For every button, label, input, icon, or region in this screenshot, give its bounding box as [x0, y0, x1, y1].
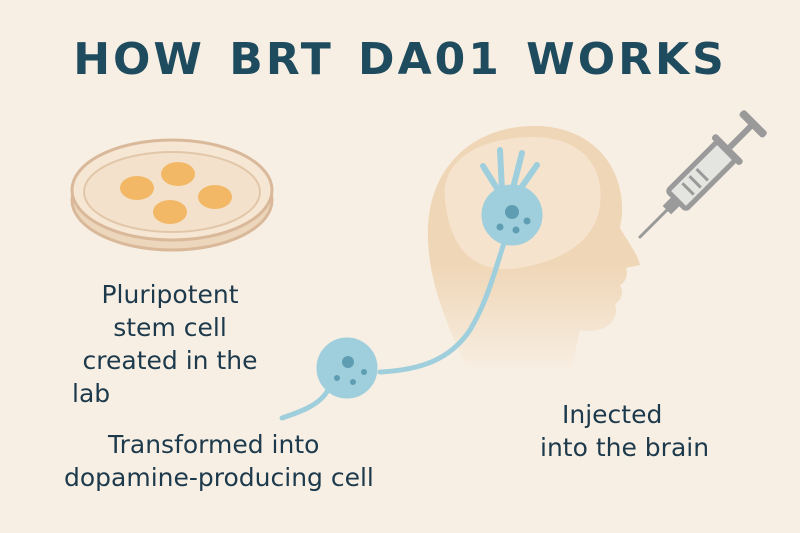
neuron-icon — [377, 147, 543, 375]
label-line: dopamine-producing cell — [64, 463, 374, 492]
label-line: created in the — [82, 346, 258, 375]
label-line: Transformed into — [108, 430, 320, 459]
label-line: lab — [72, 379, 111, 408]
page-title: HOW BRT DA01 WORKS — [73, 34, 727, 85]
step-label-stem-cell: Pluripotent stem cell created in the lab — [60, 278, 280, 410]
stem-cell — [153, 200, 187, 224]
stem-cell — [161, 162, 195, 186]
dopamine-cell-icon — [279, 337, 378, 421]
label-line: Injected — [562, 400, 663, 429]
syringe-icon — [638, 110, 767, 239]
step-label-transformed: Transformed into dopamine-producing cell — [64, 428, 424, 494]
label-line: Pluripotent — [101, 280, 239, 309]
label-line: stem cell — [113, 313, 227, 342]
petri-dish-icon — [70, 138, 274, 252]
step-label-injected: Injected into the brain — [540, 398, 760, 464]
label-line: into the brain — [540, 433, 710, 462]
stem-cell — [120, 176, 154, 200]
stem-cell — [198, 185, 232, 209]
head-silhouette-icon — [427, 125, 640, 375]
